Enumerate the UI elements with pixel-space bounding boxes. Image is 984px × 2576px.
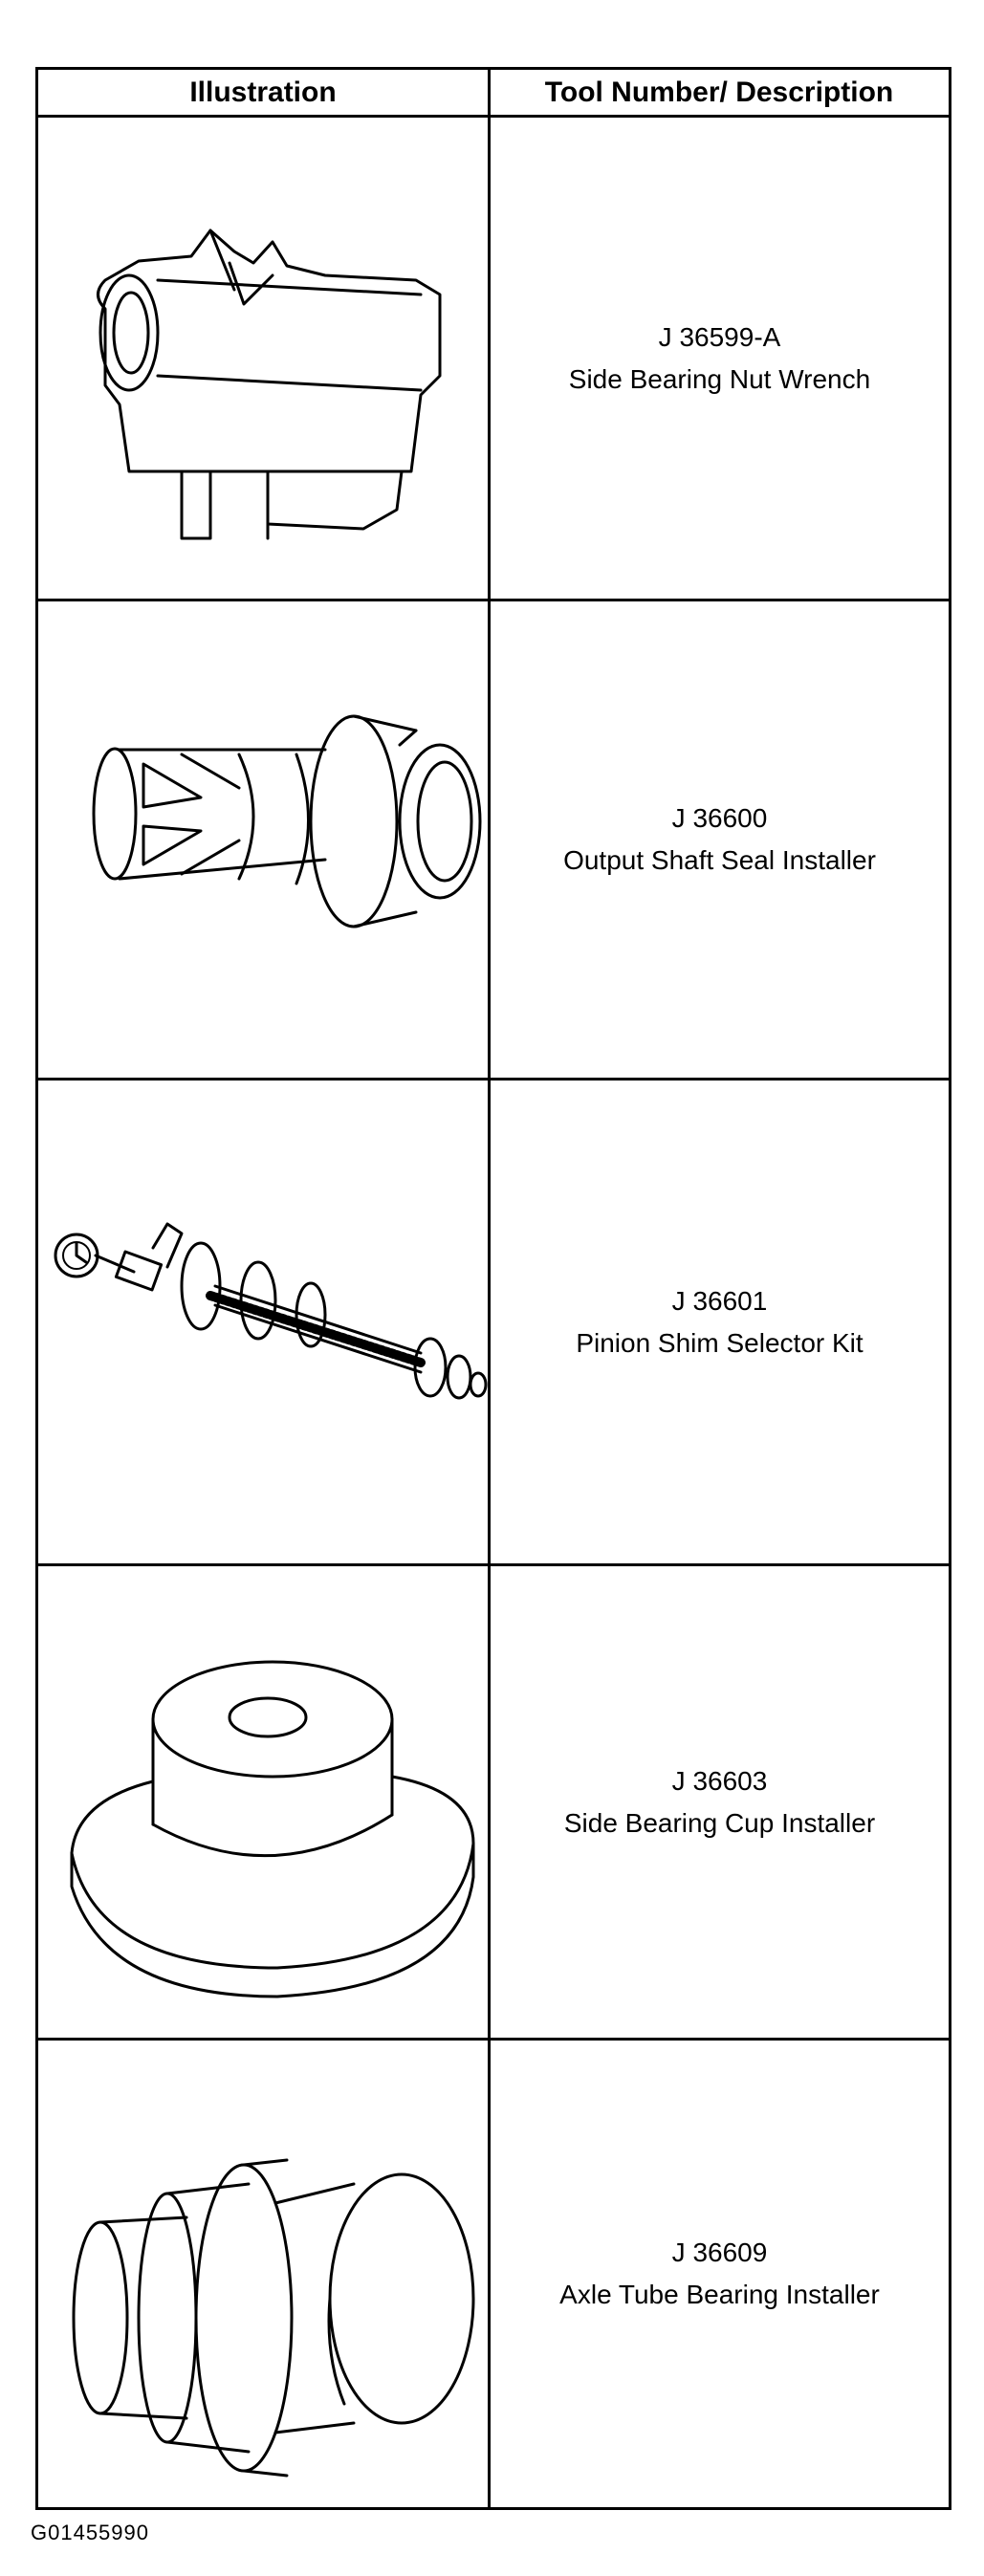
row-divider [38,2038,949,2041]
table-row: J 36609 Axle Tube Bearing Installer [38,2041,949,2507]
tool-description-cell: J 36599-A Side Bearing Nut Wrench [491,118,949,599]
special-tools-table: Illustration Tool Number/ Description J … [35,67,951,2510]
tool-description-cell: J 36609 Axle Tube Bearing Installer [491,2041,949,2507]
table-row: J 36603 Side Bearing Cup Installer [38,1566,949,2038]
cup-installer-icon [38,1566,488,2038]
table-row: J 36601 Pinion Shim Selector Kit [38,1081,949,1563]
row-divider [38,599,949,601]
tool-name: Side Bearing Cup Installer [563,1807,876,1838]
nut-wrench-icon [38,118,488,599]
tool-description-cell: J 36601 Pinion Shim Selector Kit [491,1081,949,1563]
figure-id: G01455990 [31,2521,149,2544]
tool-name: Pinion Shim Selector Kit [576,1327,864,1358]
seal-installer-icon [38,601,488,1078]
tool-number: J 36599-A [658,321,781,352]
tool-number: J 36609 [671,2238,768,2267]
header-illustration: Illustration [189,76,337,108]
tube-bearing-installer-icon [38,2041,488,2507]
tool-name: Side Bearing Nut Wrench [568,363,871,394]
column-divider [488,70,491,2507]
tool-name: Output Shaft Seal Installer [563,845,876,875]
row-divider [38,1078,949,1081]
tool-number: J 36601 [671,1285,768,1316]
tool-number: J 36603 [671,1765,768,1796]
table-row: J 36599-A Side Bearing Nut Wrench [38,118,949,599]
tool-number: J 36600 [671,803,768,833]
header-tool-number-description: Tool Number/ Description [544,76,894,108]
table-header-row: Illustration Tool Number/ Description [38,70,949,118]
tool-description-cell: J 36603 Side Bearing Cup Installer [491,1566,949,2038]
table-row: J 36600 Output Shaft Seal Installer [38,601,949,1078]
tool-description-cell: J 36600 Output Shaft Seal Installer [491,601,949,1078]
shim-selector-icon [38,1081,488,1563]
tool-name: Axle Tube Bearing Installer [559,2280,880,2309]
row-divider [38,1563,949,1566]
